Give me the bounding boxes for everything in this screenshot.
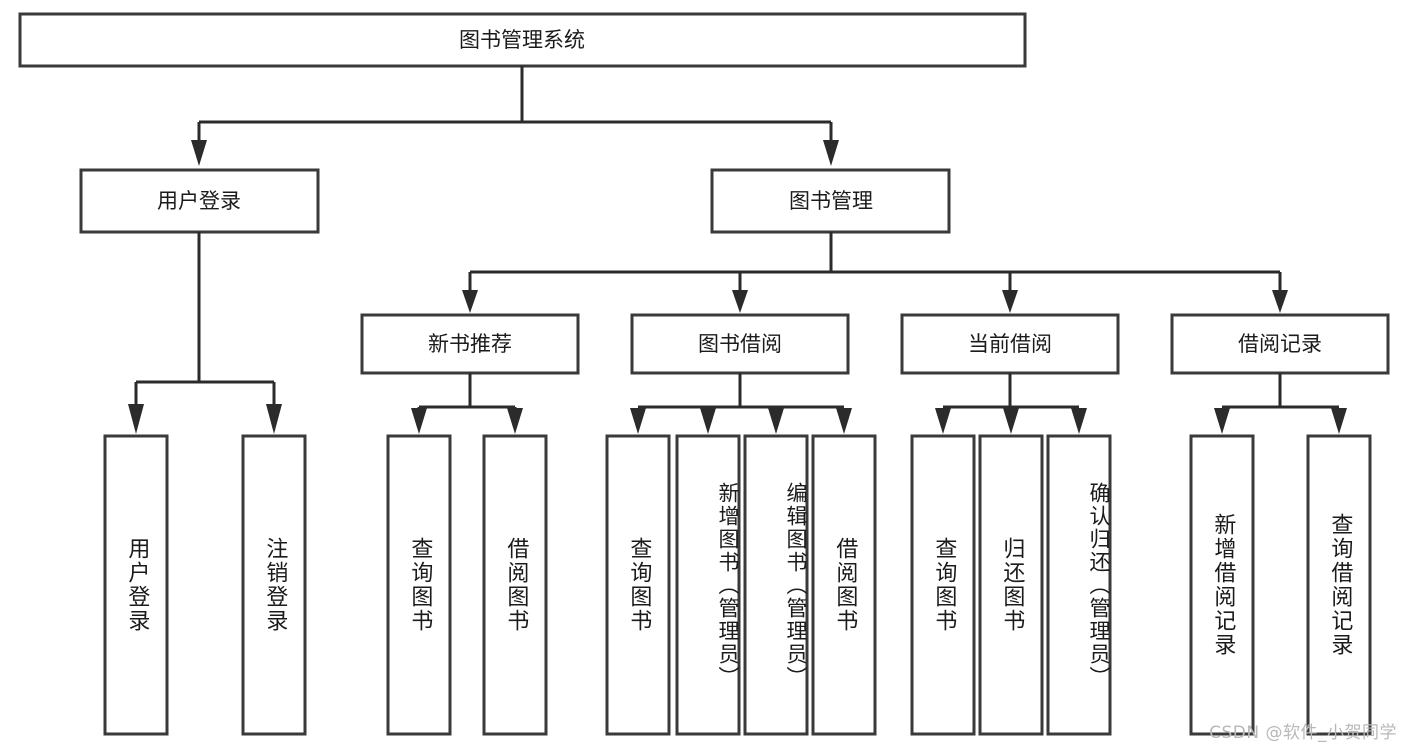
- leaf-box-book-borrow-3[interactable]: [811, 434, 877, 736]
- node-new-book-recommend[interactable]: 新书推荐: [360, 313, 580, 375]
- connector-user-login-to-leaves: [128, 232, 282, 434]
- node-root-label: 图书管理系统: [459, 28, 585, 52]
- connector-borrow-record-to-leaves: [1214, 373, 1347, 434]
- node-current-borrow[interactable]: 当前借阅: [900, 313, 1120, 375]
- node-root-box[interactable]: [18, 12, 1027, 68]
- connector-current-borrow-to-leaves: [935, 373, 1087, 434]
- node-user-login-label: 用户登录: [157, 189, 241, 213]
- node-user-login[interactable]: 用户登录: [79, 168, 320, 234]
- node-current-borrow-label: 当前借阅: [968, 332, 1052, 356]
- watermark-text: CSDN @软件_小贺同学: [1209, 723, 1397, 743]
- leaf-box-book-borrow-0[interactable]: [605, 434, 671, 736]
- node-book-borrow-label: 图书借阅: [698, 332, 782, 356]
- node-borrow-record-label: 借阅记录: [1238, 332, 1322, 356]
- connector-new-book-recommend-to-leaves: [411, 373, 523, 434]
- node-book-borrow[interactable]: 图书借阅: [630, 313, 850, 375]
- leaf-box-borrow-record-1[interactable]: [1306, 434, 1372, 736]
- leaf-box-user-login-0[interactable]: [103, 434, 169, 736]
- leaf-box-book-borrow-1[interactable]: [675, 434, 741, 736]
- connector-book-borrow-to-leaves: [630, 373, 852, 434]
- leaf-box-new-book-1[interactable]: [482, 434, 548, 736]
- connector-book-management-to-level3: [462, 232, 1288, 313]
- node-book-management[interactable]: 图书管理: [710, 168, 951, 234]
- leaf-box-borrow-record-0[interactable]: [1189, 434, 1255, 736]
- node-user-login-box[interactable]: [79, 168, 320, 234]
- node-new-book-recommend-box[interactable]: [360, 313, 580, 375]
- leaf-box-new-book-0[interactable]: [386, 434, 452, 736]
- node-book-management-label: 图书管理: [789, 189, 873, 213]
- node-borrow-record[interactable]: 借阅记录: [1170, 313, 1390, 375]
- node-current-borrow-box[interactable]: [900, 313, 1120, 375]
- leaf-box-current-borrow-1[interactable]: [978, 434, 1044, 736]
- leaf-box-book-borrow-2[interactable]: [743, 434, 809, 736]
- leaf-box-current-borrow-0[interactable]: [910, 434, 976, 736]
- leaf-box-current-borrow-2[interactable]: [1046, 434, 1112, 736]
- connector-root-to-level2: [191, 66, 839, 166]
- node-new-book-recommend-label: 新书推荐: [428, 332, 512, 356]
- leaf-box-user-login-1[interactable]: [241, 434, 307, 736]
- node-root[interactable]: 图书管理系统: [18, 12, 1027, 68]
